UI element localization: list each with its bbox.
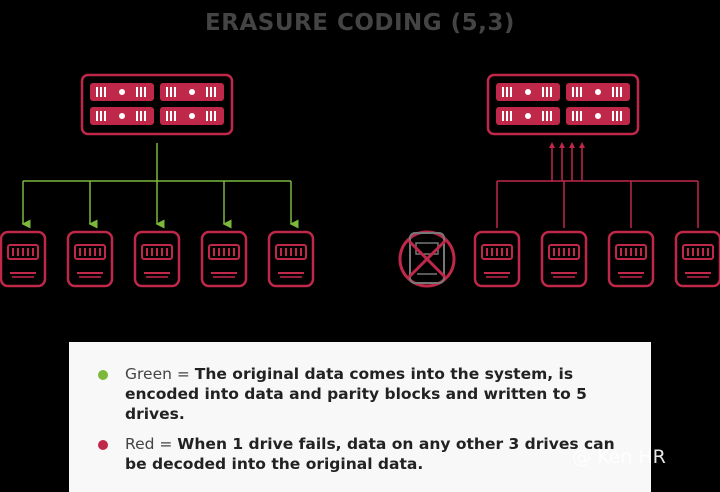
legend-item-red: Red = When 1 drive fails, data on any ot…	[98, 434, 635, 474]
drive-right-1	[473, 230, 521, 288]
drive-right-3	[607, 230, 655, 288]
legend-panel: Green = The original data comes into the…	[69, 342, 651, 492]
erasure-coding-diagram	[0, 73, 720, 288]
diagram-title: ERASURE CODING (5,3)	[205, 10, 515, 36]
drive-left-2	[66, 230, 114, 288]
storage-server-right	[486, 73, 640, 136]
drive-left-1	[0, 230, 47, 288]
legend-item-green: Green = The original data comes into the…	[98, 364, 635, 424]
failed-drive-icon	[398, 230, 456, 288]
red-dot-icon	[98, 440, 108, 450]
drive-left-5	[267, 230, 315, 288]
drive-left-4	[200, 230, 248, 288]
drive-right-4	[674, 230, 720, 288]
green-dot-icon	[98, 370, 108, 380]
drive-right-2	[540, 230, 588, 288]
drive-left-3	[133, 230, 181, 288]
storage-server-left	[80, 73, 234, 136]
watermark: @ Ken HR	[572, 446, 666, 468]
